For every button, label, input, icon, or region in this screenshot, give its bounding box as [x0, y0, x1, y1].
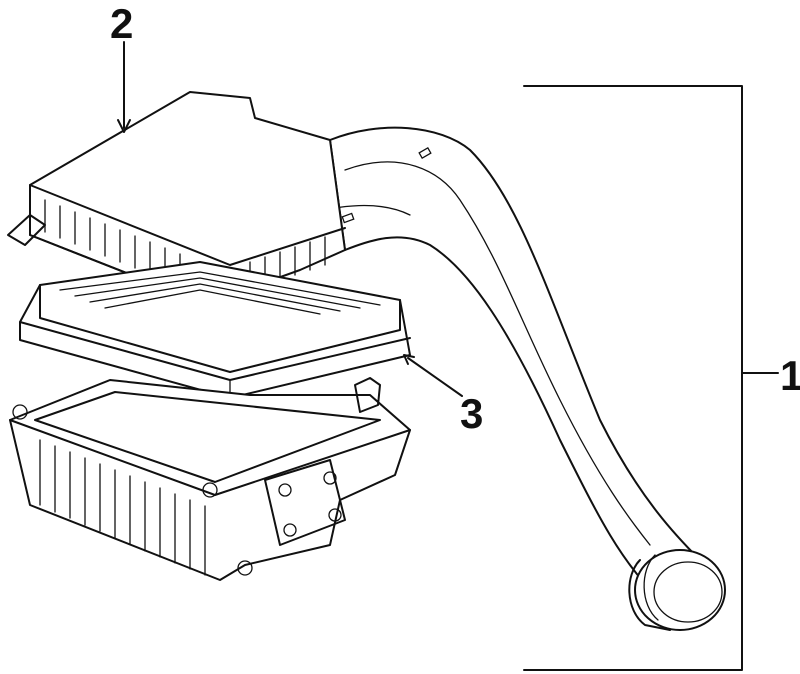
callout-1-bracket [523, 85, 779, 671]
intake-duct [299, 126, 726, 631]
housing-ribs [39, 439, 206, 576]
lid-ribs [44, 199, 326, 291]
callout-label-2: 2 [110, 0, 133, 47]
lower-housing [9, 377, 411, 581]
callout-2-leader [117, 41, 131, 133]
callout-3-leader [403, 354, 463, 397]
air-cleaner-lid [7, 91, 346, 306]
filter-element [19, 261, 411, 399]
callout-label-1: 1 [780, 352, 800, 399]
callout-label-3: 3 [460, 390, 483, 437]
